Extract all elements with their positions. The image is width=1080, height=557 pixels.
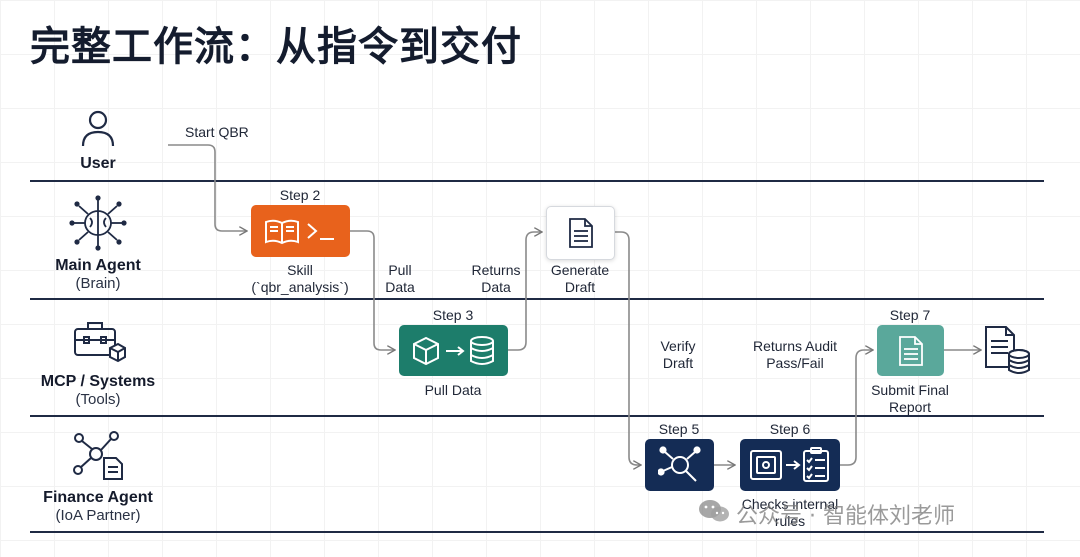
edge-label-pull-line1: Pull — [388, 262, 412, 278]
step2-label: Step 2 — [279, 187, 321, 203]
skill-caption-line1: Skill — [287, 262, 313, 278]
pull-data-node — [399, 325, 508, 376]
page-title: 完整工作流：从指令到交付 — [30, 24, 522, 70]
skill-caption: Skill (`qbr_analysis`) — [240, 262, 360, 296]
edge-start-qbr — [168, 144, 246, 231]
submit-caption-line1: Submit Final — [871, 382, 949, 398]
edge-label-returns-data: Returns Data — [466, 262, 526, 296]
generate-draft-node — [546, 206, 615, 260]
checks-caption-line1: Checks internal — [741, 496, 839, 512]
report-document-icon — [898, 335, 923, 366]
edge-label-audit-line2: Pass/Fail — [766, 355, 824, 371]
pull-data-caption: Pull Data — [424, 382, 482, 398]
brain-network-icon — [68, 194, 128, 257]
edge-label-start-qbr: Start QBR — [185, 124, 249, 140]
generate-caption-line2: Draft — [564, 279, 596, 295]
edge-verify-draft — [613, 231, 640, 465]
submit-caption: Submit Final Report — [860, 382, 960, 416]
lane-finance-agent: Finance Agent (IoA Partner) — [18, 488, 178, 525]
checks-caption-line2: rules — [774, 513, 806, 529]
report-database-icon — [984, 325, 1032, 382]
lane-user-name: User — [80, 155, 116, 172]
lane-mcp-systems-name: MCP / Systems — [40, 373, 156, 390]
edge-label-pull-line2: Data — [385, 279, 415, 295]
lane-divider — [30, 415, 1044, 417]
checks-caption: Checks internal rules — [730, 496, 850, 530]
step6-audit-node — [740, 439, 840, 491]
edge-returns-audit — [840, 350, 872, 466]
watermark-text: 公众号 · 智能体刘老师 — [736, 504, 955, 529]
edge-label-verify-line2: Draft — [662, 355, 694, 371]
step5-label: Step 5 — [658, 421, 700, 437]
cube-to-database-icon — [412, 335, 494, 365]
edge-label-audit-line1: Returns Audit — [752, 338, 838, 354]
submit-caption-line2: Report — [888, 399, 932, 415]
lane-main-agent-sub: (Brain) — [75, 275, 121, 292]
step3-label: Step 3 — [432, 307, 474, 323]
lane-finance-agent-sub: (IoA Partner) — [55, 507, 141, 524]
lane-main-agent-name: Main Agent — [55, 257, 141, 274]
edge-label-verify-line1: Verify — [660, 338, 696, 354]
wechat-icon — [698, 498, 730, 530]
edge-pull-data — [350, 230, 394, 350]
lane-main-agent: Main Agent (Brain) — [18, 256, 178, 293]
edge-label-pull-data: Pull Data — [378, 262, 422, 296]
step7-submit-node — [877, 325, 944, 376]
lane-finance-agent-name: Finance Agent — [43, 489, 153, 506]
lane-divider — [30, 298, 1044, 300]
lane-mcp-systems-sub: (Tools) — [75, 391, 121, 408]
network-search-icon — [657, 446, 701, 482]
lane-divider — [30, 531, 1044, 533]
edge-label-returns-line1: Returns — [471, 262, 521, 278]
book-terminal-icon — [264, 219, 334, 245]
lane-mcp-systems: MCP / Systems (Tools) — [18, 372, 178, 409]
step6-label: Step 6 — [769, 421, 811, 437]
edge-label-verify-draft: Verify Draft — [650, 338, 706, 372]
skill-caption-line2: (`qbr_analysis`) — [251, 279, 349, 295]
lane-divider — [30, 180, 1044, 182]
watermark: 公众号 · 智能体刘老师 — [698, 498, 955, 530]
lane-user: User — [18, 154, 178, 173]
step7-label: Step 7 — [889, 307, 931, 323]
finance-network-icon — [72, 430, 124, 485]
generate-draft-caption: Generate Draft — [540, 262, 620, 296]
user-icon — [80, 110, 116, 153]
edge-returns-data — [508, 232, 541, 351]
step5-verify-node — [645, 439, 714, 491]
vault-to-checklist-icon — [750, 447, 829, 482]
edge-label-returns-audit: Returns Audit Pass/Fail — [742, 338, 848, 372]
toolbox-icon — [72, 318, 126, 369]
generate-caption-line1: Generate — [550, 262, 610, 278]
document-icon — [568, 218, 593, 248]
skill-node — [251, 205, 350, 257]
edge-label-returns-line2: Data — [481, 279, 511, 295]
